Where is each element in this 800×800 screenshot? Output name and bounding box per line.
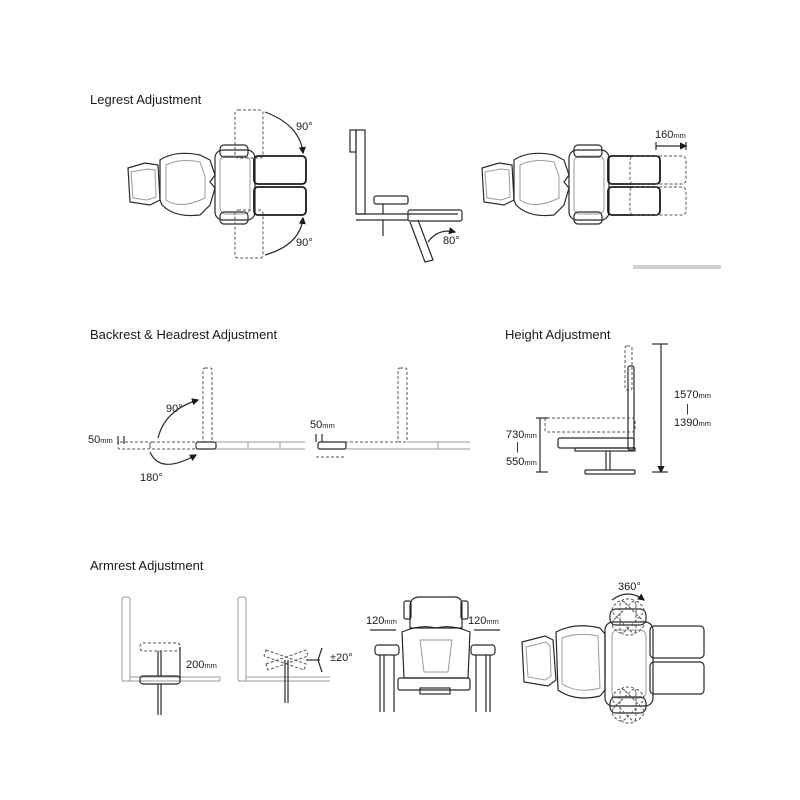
height-max-seat-value: 730 <box>506 429 524 441</box>
armrest-lift-unit: mm <box>204 661 217 670</box>
armrest-rotation-label: 360° <box>618 581 641 593</box>
legrest-side-view <box>349 129 463 263</box>
armrest-lift-value: 200 <box>186 659 204 671</box>
height-overall-separator: | <box>686 403 689 415</box>
armrest-width-left-value: 120 <box>366 615 384 627</box>
armrest-section-title: Armrest Adjustment <box>90 558 204 573</box>
height-seat-separator: | <box>516 441 519 453</box>
backrest-angle-up-label: 90° <box>166 403 183 415</box>
height-min-seat-value: 550 <box>506 456 524 468</box>
backrest-offset-right-value: 50 <box>310 419 322 431</box>
legrest-angle-bottom-label: 90° <box>296 237 313 249</box>
height-max-overall-value: 1570 <box>674 389 698 401</box>
divider-bar <box>633 265 721 269</box>
armrest-rotation-view <box>521 593 705 724</box>
backrest-offset-left-value: 50 <box>88 434 100 446</box>
backrest-side-view-rotation <box>117 367 305 465</box>
backrest-offset-right-unit: mm <box>322 421 335 430</box>
armrest-width-right-value: 120 <box>468 615 486 627</box>
height-max-seat-unit: mm <box>524 431 537 440</box>
height-min-seat-label: 550mm <box>506 456 537 468</box>
height-min-overall-label: 1390mm <box>674 417 711 429</box>
height-min-overall-value: 1390 <box>674 417 698 429</box>
height-max-overall-label: 1570mm <box>674 389 711 401</box>
backrest-offset-left-label: 50mm <box>88 434 113 446</box>
height-side-view <box>536 343 668 475</box>
armrest-width-left-label: 120mm <box>366 615 397 627</box>
legrest-extension-unit: mm <box>673 131 686 140</box>
armrest-width-right-label: 120mm <box>468 615 499 627</box>
armrest-width-right-unit: mm <box>486 617 499 626</box>
backrest-side-view-flat <box>315 367 470 458</box>
legrest-extension-value: 160 <box>655 129 673 141</box>
armrest-width-left-unit: mm <box>384 617 397 626</box>
legrest-angle-top-label: 90° <box>296 121 313 133</box>
armrest-tilt-view <box>237 596 330 703</box>
backrest-offset-right-label: 50mm <box>310 419 335 431</box>
legrest-top-view-extension <box>481 142 688 225</box>
height-min-overall-unit: mm <box>698 419 711 428</box>
height-max-overall-unit: mm <box>698 391 711 400</box>
backrest-offset-left-unit: mm <box>100 436 113 445</box>
armrest-lift-label: 200mm <box>186 659 217 671</box>
backrest-angle-down-label: 180° <box>140 472 163 484</box>
armrest-front-view <box>370 596 500 712</box>
backrest-section-title: Backrest & Headrest Adjustment <box>90 327 278 342</box>
legrest-angle-side-label: 80° <box>443 235 460 247</box>
armrest-lift-view <box>121 596 221 715</box>
height-min-seat-unit: mm <box>524 458 537 467</box>
legrest-extension-label: 160mm <box>655 129 686 141</box>
height-section-title: Height Adjustment <box>505 327 611 342</box>
height-max-seat-label: 730mm <box>506 429 537 441</box>
legrest-section-title: Legrest Adjustment <box>90 92 202 107</box>
legrest-top-view-rotation <box>127 109 307 259</box>
armrest-tilt-label: ±20° <box>330 652 353 664</box>
